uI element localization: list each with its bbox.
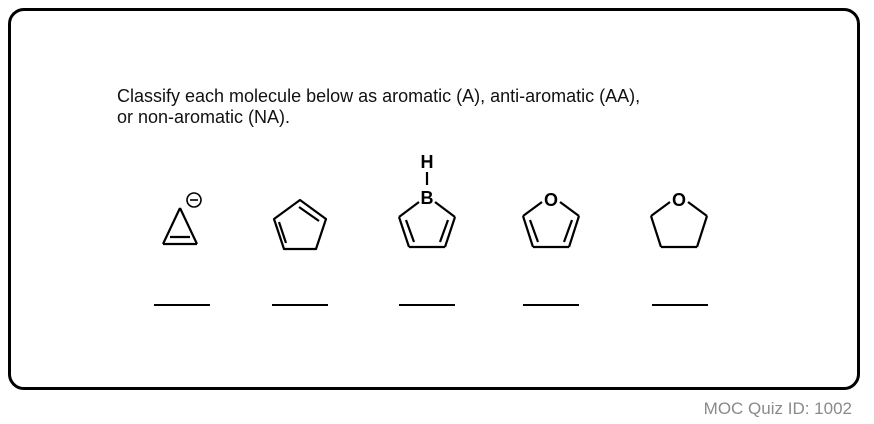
svg-text:O: O [672, 190, 686, 210]
molecule-cyclopropenyl-anion [150, 188, 214, 252]
quiz-id-label: MOC Quiz ID: 1002 [703, 399, 852, 418]
answer-blank-5[interactable] [652, 304, 708, 306]
svg-text:H: H [421, 152, 434, 172]
answer-blank-4[interactable] [523, 304, 579, 306]
instructions-text: Classify each molecule below as aromatic… [117, 86, 797, 128]
answer-blank-1[interactable] [154, 304, 210, 306]
quiz-card [8, 8, 860, 390]
molecule-borole: H B [392, 148, 462, 258]
instructions-line-2: or non-aromatic (NA). [117, 107, 291, 127]
answer-blank-3[interactable] [399, 304, 455, 306]
svg-text:B: B [421, 188, 434, 208]
molecule-cyclopentadiene [268, 196, 332, 260]
answer-blank-2[interactable] [272, 304, 328, 306]
instructions-line-1: Classify each molecule below as aromatic… [117, 86, 641, 106]
molecule-furan: O [516, 182, 586, 256]
molecule-tetrahydrofuran: O [644, 182, 714, 256]
svg-text:O: O [544, 190, 558, 210]
